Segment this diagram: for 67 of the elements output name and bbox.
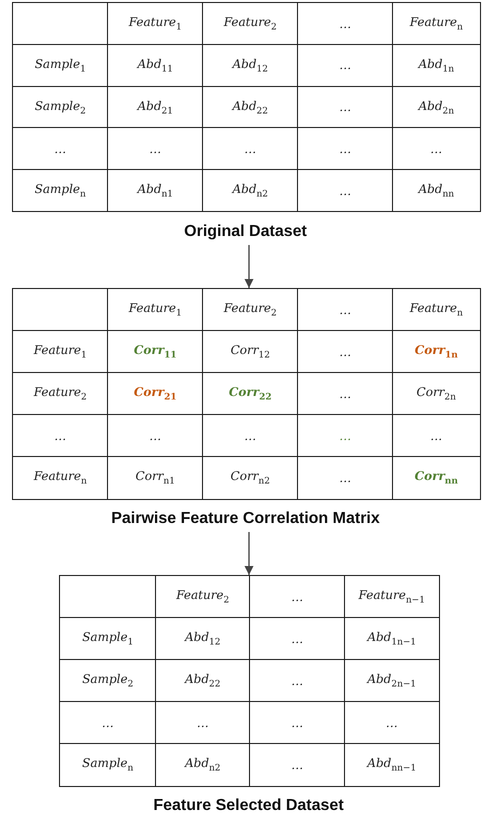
- table-cell: …: [249, 701, 346, 744]
- table-cell: Feature$_{n}$: [392, 2, 480, 46]
- table-cell: …: [202, 127, 298, 171]
- table-cell: …: [155, 701, 250, 744]
- table-cell: Abd$_{2n}$: [392, 86, 480, 129]
- table-cell: Corr$_{2n}$: [392, 372, 480, 416]
- table-title: Original Dataset: [184, 223, 307, 240]
- table-cell: [12, 288, 108, 332]
- table-cell: Feature$_{n−1}$: [344, 575, 440, 618]
- table-cell: Feature$_{1}$: [107, 288, 204, 332]
- table-cell: Feature$_{2}$: [155, 575, 250, 618]
- table-cell: Abd$_{nn}$: [392, 169, 480, 212]
- table-cell: …: [249, 575, 346, 618]
- table-cell: …: [297, 288, 394, 332]
- table-cell: Abd$_{12}$: [155, 617, 250, 660]
- table-cell: [12, 2, 108, 46]
- table-cell: Corr$_{22}$: [202, 372, 298, 416]
- table-cell: …: [12, 414, 108, 458]
- table-cell: …: [297, 169, 394, 212]
- table-cell: Sample$_{1}$: [59, 617, 156, 660]
- arrow: [244, 532, 254, 575]
- table-cell: …: [297, 456, 394, 500]
- arrow: [244, 245, 254, 288]
- table-cell: …: [107, 127, 204, 171]
- table-cell: …: [297, 127, 394, 171]
- table-cell: …: [297, 2, 394, 46]
- table-cell: Sample$_{n}$: [59, 743, 156, 786]
- table-cell: Feature$_{1}$: [12, 330, 108, 374]
- table-cell: Abd$_{2n−1}$: [344, 659, 440, 702]
- table-cell: [59, 575, 156, 618]
- table-cell: Corr$_{11}$: [107, 330, 204, 374]
- table-cell: Feature$_{2}$: [202, 2, 298, 46]
- table-title: Pairwise Feature Correlation Matrix: [111, 510, 380, 527]
- table-cell: Feature$_{2}$: [202, 288, 298, 332]
- table-cell: Abd$_{n2}$: [155, 743, 250, 786]
- table-cell: Abd$_{nn−1}$: [344, 743, 440, 786]
- table-cell: …: [12, 127, 108, 171]
- table-cell: …: [297, 414, 394, 458]
- table-cell: Abd$_{22}$: [155, 659, 250, 702]
- table-cell: …: [249, 659, 346, 702]
- table-cell: …: [107, 414, 204, 458]
- table-cell: Feature$_{1}$: [107, 2, 204, 46]
- table-cell: …: [202, 414, 298, 458]
- table-cell: Corr$_{12}$: [202, 330, 298, 374]
- table-cell: …: [297, 372, 394, 416]
- table-cell: Corr$_{nn}$: [392, 456, 480, 500]
- table-cell: Corr$_{n2}$: [202, 456, 298, 500]
- table-cell: Abd$_{n1}$: [107, 169, 204, 212]
- table-cell: Corr$_{21}$: [107, 372, 204, 416]
- table-title: Feature Selected Dataset: [153, 797, 344, 814]
- table-cell: Corr$_{n1}$: [107, 456, 204, 500]
- table-cell: …: [297, 330, 394, 374]
- table-cell: Feature$_{n}$: [12, 456, 108, 500]
- table-cell: Abd$_{n2}$: [202, 169, 298, 212]
- table-cell: Feature$_{n}$: [392, 288, 480, 332]
- table-cell: Sample$_{n}$: [12, 169, 108, 212]
- table-cell: …: [392, 414, 480, 458]
- table-cell: Corr$_{1n}$: [392, 330, 480, 374]
- table-cell: …: [59, 701, 156, 744]
- table-cell: Abd$_{1n−1}$: [344, 617, 440, 660]
- table-cell: Feature$_{2}$: [12, 372, 108, 416]
- table-cell: …: [344, 701, 440, 744]
- table-cell: …: [249, 743, 346, 786]
- table-cell: …: [249, 617, 346, 660]
- table-cell: …: [392, 127, 480, 171]
- table-cell: Abd$_{1n}$: [392, 44, 480, 88]
- table-cell: Sample$_{2}$: [59, 659, 156, 702]
